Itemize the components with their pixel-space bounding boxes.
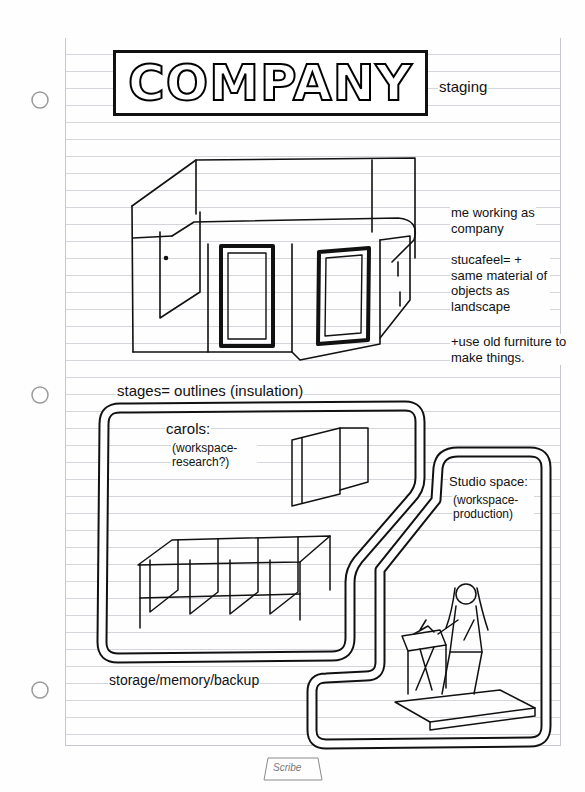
carrel-panel [150,540,178,612]
carrel-panel [230,538,258,614]
sketch-line [301,438,303,503]
figure-body [450,651,482,653]
margin-note: stucafeel= + same material of objects as… [450,252,550,314]
platform-edge [430,708,535,730]
sketch-line [397,262,399,276]
section-note: storage/memory/backup [108,672,260,689]
stage-outline: Studio space: (workspace- production) [300,440,556,752]
sketch-line [195,160,197,214]
brand-badge [264,758,322,780]
room-sketch [132,158,415,360]
studio-figure-sketch [395,584,535,730]
sketch-line [340,428,368,490]
sketch-line [132,206,133,352]
sketch-line [133,244,208,352]
table-legs [408,645,446,694]
sketch-line [371,160,373,232]
sketch-line [140,594,300,598]
carrels-sketch [138,536,330,628]
sketch-line [132,158,415,258]
figure-body [442,606,482,694]
subtitle-note: staging [438,78,488,96]
section-heading: stages= outlines (insulation) [116,382,304,400]
sketch-line [380,236,410,338]
sketch-line [140,536,330,628]
sketch-line [208,244,292,352]
table [402,630,446,651]
table-objects [414,620,434,634]
binder-hole [32,682,48,698]
title-lettering: COMPANY [113,50,428,116]
margin-note: me working as company [450,205,536,236]
brand-watermark: Scribe [272,762,302,774]
window-frame [318,248,369,344]
binder-hole [32,92,48,108]
stage-note: (workspace- production) [452,493,534,522]
outline-outer [102,406,420,658]
margin-note: +use old furniture to make things. [450,334,570,365]
window-pane [325,255,362,336]
outline-inner [102,406,420,658]
stage-note: (workspace- research?) [171,441,257,470]
carrel-panel [270,537,298,614]
badge-outline [264,758,322,780]
binder-holes [32,92,48,698]
sketch-line [292,240,380,360]
sketch-line [160,212,200,318]
outline-inner [312,452,546,744]
sketch-line [133,236,172,238]
window-frame [221,246,273,346]
outline-outer [312,452,546,744]
platform [395,690,535,722]
sketch-dot [165,257,168,260]
sketch-line [138,536,330,565]
figure-head [456,584,476,604]
stage-heading: carols: [165,420,211,438]
window-pane [228,253,266,339]
sketch-line [399,292,401,306]
carrel-panel [190,539,218,614]
binder-hole [32,387,48,403]
panel-sketch [292,428,368,506]
stage-heading: Studio space: [448,474,529,490]
sketch-line [292,428,340,506]
